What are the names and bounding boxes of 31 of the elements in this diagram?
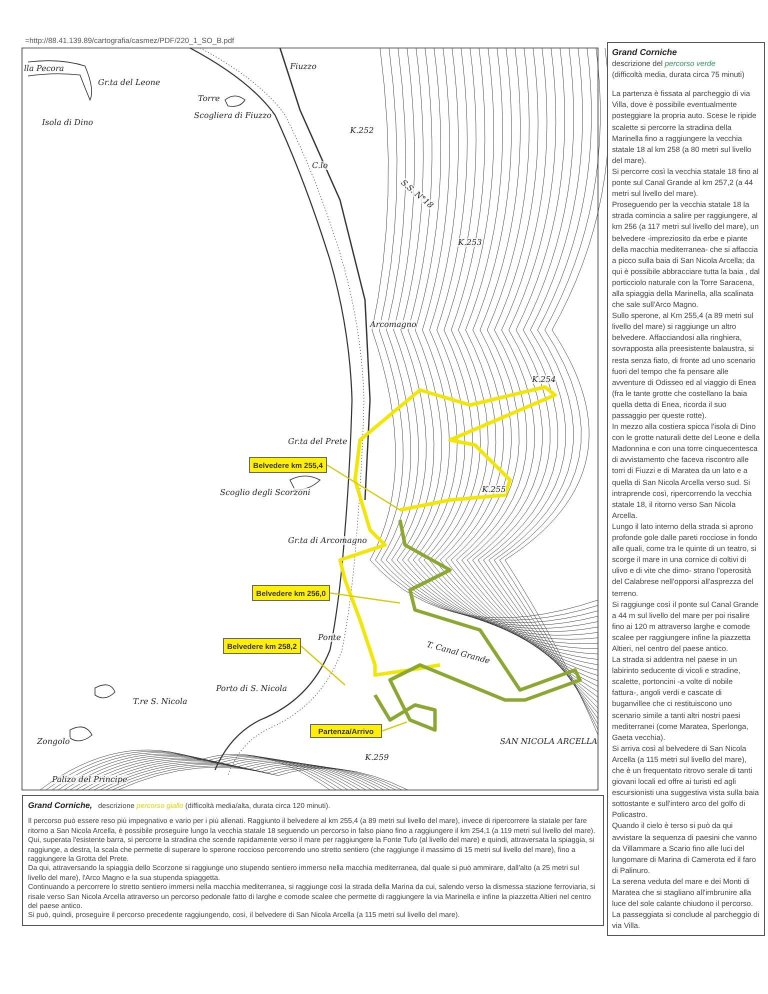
- place-name: Gr.ta del Leone: [98, 78, 160, 87]
- place-name: Arcomagno: [370, 320, 416, 329]
- place-name: Palizo del Principe: [52, 775, 128, 784]
- place-name: Zongolo: [37, 737, 70, 746]
- place-name: K.252: [350, 126, 374, 135]
- place-name: Ponte: [318, 633, 341, 642]
- place-name: K.259: [365, 753, 389, 762]
- place-name: Porto di S. Nicola: [216, 684, 287, 693]
- place-name: K.255: [482, 485, 506, 494]
- place-name: T.re S. Nicola: [133, 697, 188, 706]
- description-panel: [22, 795, 604, 926]
- place-name: Scoglio degli Scorzoni: [220, 488, 310, 497]
- place-name: K.254: [532, 375, 556, 384]
- leader-line: [382, 721, 408, 732]
- description-panel: [607, 42, 765, 936]
- place-name: lla Pecora: [24, 64, 64, 73]
- panel-title: Grand Corniche: [612, 47, 678, 58]
- panel-title: Grand Corniche,: [28, 801, 92, 810]
- leader-line: [300, 646, 346, 686]
- place-name: Gr.ta del Prete: [288, 437, 348, 446]
- place-name: Gr.ta di Arcomagno: [288, 536, 367, 545]
- place-name: K.253: [458, 238, 482, 247]
- place-name: Isola di Dino: [42, 118, 94, 127]
- place-name: Scogliera di Fiuzzo: [194, 111, 272, 120]
- leader-line: [330, 592, 400, 604]
- place-name: Torre: [198, 94, 220, 103]
- leader-line: [326, 464, 400, 511]
- place-name: Fiuzzo: [290, 62, 317, 71]
- place-name: C.lo: [312, 161, 328, 170]
- place-name: SAN NICOLA ARCELLA: [500, 737, 598, 746]
- place-name: T. Canal Grande: [426, 640, 491, 666]
